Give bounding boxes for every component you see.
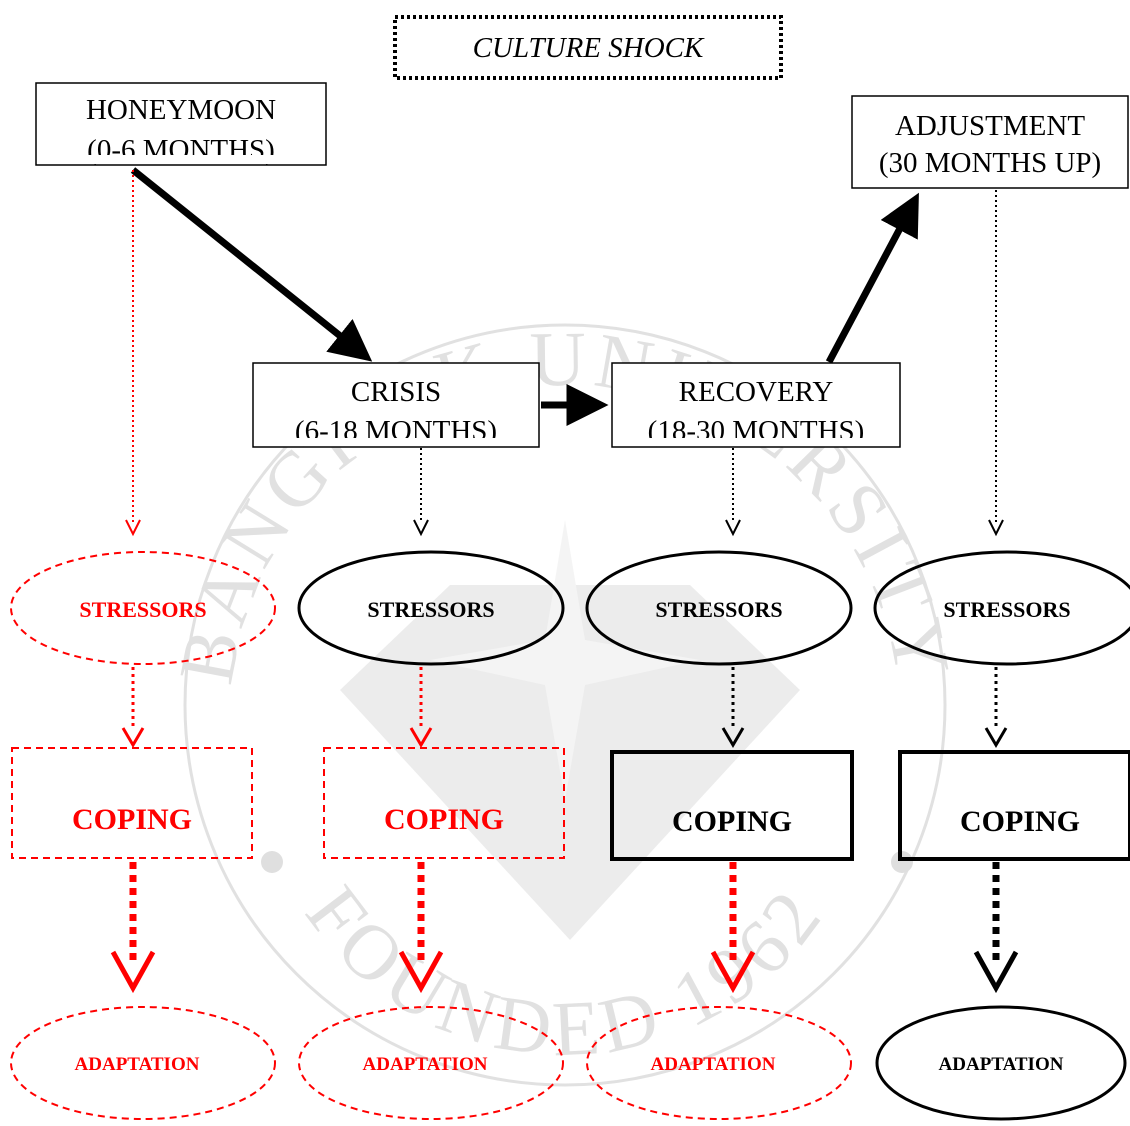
honeymoon-label: HONEYMOON — [86, 94, 276, 126]
stressors-label-2: STRESSORS — [367, 597, 494, 622]
adaptation-label-2: ADAPTATION — [363, 1054, 488, 1075]
stressors-ellipse-2 — [297, 550, 565, 666]
watermark-seal-circle — [183, 323, 947, 1087]
arrow-recovery-to-adjustment — [825, 192, 919, 364]
crisis-label: CRISIS — [351, 376, 441, 408]
coping-box-2 — [323, 747, 565, 859]
coping-label-4: COPING — [960, 805, 1080, 838]
adjustment-period: (30 MONTHS UP) — [879, 147, 1101, 179]
coping-box-3 — [610, 750, 854, 861]
watermark-dot-right — [891, 851, 913, 873]
adaptation-label-3: ADAPTATION — [651, 1054, 776, 1075]
coping-box-4 — [898, 750, 1130, 861]
stage-to-stressors-arrows — [125, 170, 1004, 537]
recovery-label: RECOVERY — [679, 376, 834, 408]
adaptation-ellipse-1 — [10, 1006, 276, 1120]
coping-box-1 — [11, 747, 253, 859]
coping-label-1: COPING — [72, 803, 192, 836]
column-recovery: STRESSORS COPING ADAPTATION — [585, 550, 854, 1120]
watermark-star-icon — [430, 520, 700, 800]
stage-honeymoon: HONEYMOON (0-6 MONTHS) — [35, 82, 327, 166]
column-adjustment: STRESSORS COPING ADAPTATION — [873, 550, 1130, 1121]
stage-crisis: CRISIS (6-18 MONTHS) — [252, 362, 540, 448]
stage-recovery: RECOVERY (18-30 MONTHS) — [611, 362, 901, 448]
arrow-honeymoon-to-crisis — [130, 167, 373, 362]
adaptation-label-4: ADAPTATION — [939, 1054, 1064, 1075]
coping-label-3: COPING — [672, 805, 792, 838]
title-box — [393, 15, 783, 80]
coping-label-2: COPING — [384, 803, 504, 836]
stage-adjustment: ADJUSTMENT (30 MONTHS UP) — [851, 95, 1129, 189]
diagram-title: CULTURE SHOCK — [473, 32, 705, 64]
column-crisis: STRESSORS COPING ADAPTATION — [297, 550, 565, 1120]
column-honeymoon: STRESSORS COPING ADAPTATION — [10, 551, 276, 1120]
stressors-ellipse-1 — [10, 551, 276, 665]
stressors-ellipse-3 — [585, 550, 853, 666]
adaptation-label-1: ADAPTATION — [75, 1054, 200, 1075]
stressors-label-4: STRESSORS — [943, 597, 1070, 622]
adaptation-ellipse-4 — [875, 1005, 1127, 1121]
adaptation-ellipse-3 — [586, 1006, 852, 1120]
stressors-label-1: STRESSORS — [79, 597, 206, 622]
adjustment-label: ADJUSTMENT — [895, 110, 1085, 142]
stressors-ellipse-4 — [873, 550, 1130, 666]
watermark-dot-left — [261, 851, 283, 873]
adaptation-ellipse-2 — [298, 1006, 564, 1120]
stressors-label-3: STRESSORS — [655, 597, 782, 622]
